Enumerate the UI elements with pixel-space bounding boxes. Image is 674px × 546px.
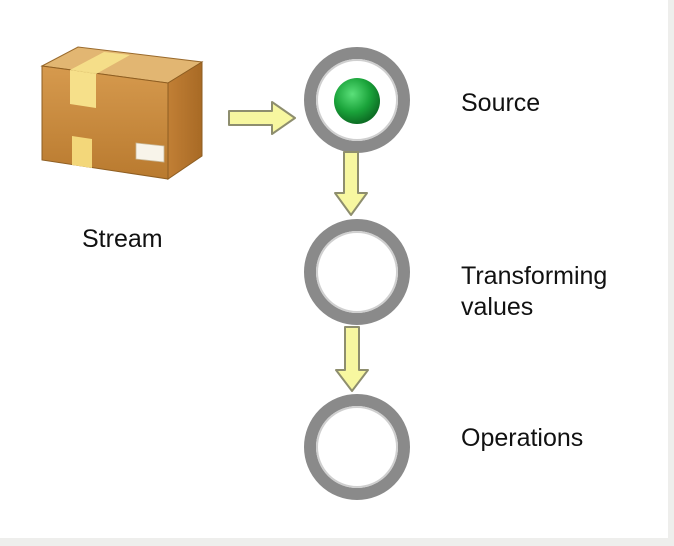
transform-node bbox=[304, 219, 410, 325]
diagram-graphics bbox=[40, 46, 410, 500]
diagram-canvas: Stream Source Transforming values Operat… bbox=[0, 0, 668, 538]
stream-label: Stream bbox=[82, 225, 163, 253]
source-node bbox=[304, 47, 410, 153]
source-label: Source bbox=[461, 89, 541, 117]
transforming-values-label: Transforming values bbox=[461, 262, 608, 321]
operations-node bbox=[304, 394, 410, 500]
arrow-source-to-transform bbox=[334, 151, 368, 216]
operations-label: Operations bbox=[461, 424, 584, 452]
active-indicator-dot bbox=[334, 78, 380, 124]
arrow-stream-to-source bbox=[228, 101, 296, 135]
box-icon bbox=[40, 46, 204, 180]
arrow-transform-to-operations bbox=[335, 326, 369, 392]
